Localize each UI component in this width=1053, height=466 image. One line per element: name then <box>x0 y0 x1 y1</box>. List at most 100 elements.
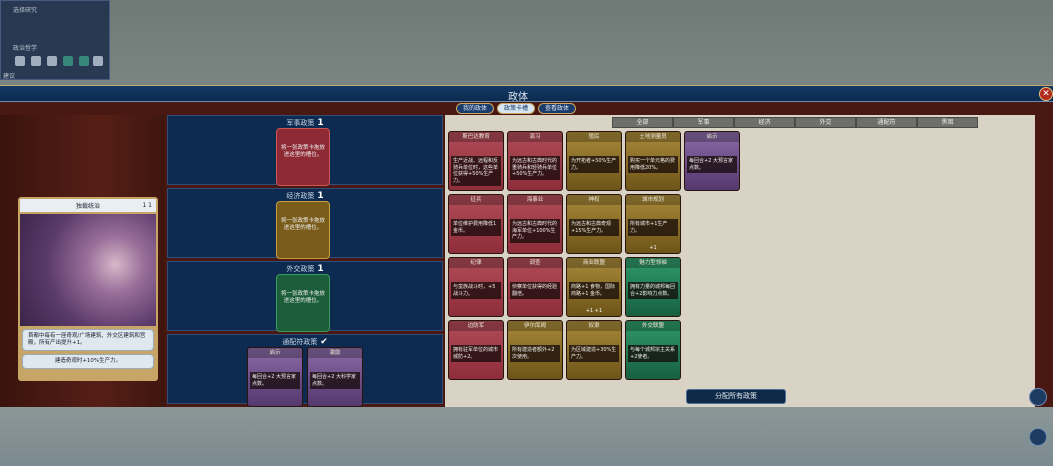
empty-slot[interactable]: 将一张政策卡拖放进这里的槽位。 <box>276 274 330 332</box>
card-description: 每回合+2 大预言家点数。 <box>687 156 737 173</box>
card-description: 侦察单位获得的经验翻倍。 <box>510 282 560 299</box>
government-bonus: 首都中每有一座奇观/广场建筑、外交区建筑和宫殿，所有产出提升+1。 <box>22 329 154 351</box>
card-description: 所有建造者额外+2次使用。 <box>510 345 560 362</box>
slot-counts: 1 1 <box>142 202 152 209</box>
policy-card[interactable]: 调查侦察单位获得的经验翻倍。 <box>507 257 563 317</box>
left-panel: 独裁统治 1 1 首都中每有一座奇观/广场建筑、外交区建筑和宫殿，所有产出提升+1… <box>0 115 165 407</box>
card-title: 魅力型领袖 <box>626 258 680 268</box>
envoy-icon <box>63 56 73 66</box>
filter-1[interactable]: 军事 <box>673 117 734 128</box>
policy-icon <box>93 56 103 66</box>
assign-all-policies-button[interactable]: 分配所有政策 <box>686 389 786 404</box>
card-title: 殖民 <box>567 132 621 142</box>
policy-card[interactable]: 征兵单位维护费用降低1金币。 <box>448 194 504 254</box>
policy-card[interactable]: 海事业为远古和古典时代的海军单位+100%生产力。 <box>507 194 563 254</box>
card-description: 为区域建造+30%生产力。 <box>569 345 619 362</box>
tab-policy-slots[interactable]: 政策卡槽 <box>497 103 536 114</box>
card-description: 拥有力量的城邦每回合+2影响力点数。 <box>628 282 678 299</box>
filter-4[interactable]: 通配符 <box>856 117 917 128</box>
card-title: 土地测量员 <box>626 132 680 142</box>
tab-my-government[interactable]: 我的政体 <box>456 103 495 114</box>
policy-card[interactable]: 神权为远古和古典奇观+15%生产力。 <box>566 194 622 254</box>
card-description: 为开拓者+50%生产力。 <box>569 156 619 173</box>
slot-label: 通配符政策✔ <box>168 337 442 347</box>
government-portrait <box>20 214 156 326</box>
card-description: 拥有驻军单位的城市城防+2。 <box>451 345 501 362</box>
building-icon <box>15 56 25 66</box>
card-description: 单位维护费用降低1金币。 <box>451 219 501 236</box>
building-icon <box>47 56 57 66</box>
empty-slot[interactable]: 将一张政策卡拖放进这里的槽位。 <box>276 201 330 259</box>
research-label: 选择研究 <box>13 7 38 14</box>
card-description: 为远古和古典时代的海军单位+100%生产力。 <box>510 219 560 243</box>
filter-2[interactable]: 经济 <box>734 117 795 128</box>
policy-card[interactable]: 启示每回合+2 大预言家点数。 <box>684 131 740 191</box>
filter-5[interactable]: 黑暗 <box>917 117 978 128</box>
card-description: 所有城市+1生产力。 <box>628 219 678 236</box>
card-title: 调查 <box>508 258 562 268</box>
card-title: 启示 <box>248 348 302 358</box>
policy-card[interactable]: 土地测量员购买一个单元格的费用降低20%。 <box>625 131 681 191</box>
slot-count: 1 <box>317 118 324 128</box>
card-title: 边防军 <box>449 321 503 331</box>
card-description: 每回合+2 大预言家点数。 <box>250 372 300 389</box>
card-description: 为远古和古典奇观+15%生产力。 <box>569 219 619 236</box>
tab-view-governments[interactable]: 查看政体 <box>538 103 577 114</box>
card-title: 外交联盟 <box>626 321 680 331</box>
close-button[interactable]: ✕ <box>1039 87 1053 101</box>
policy-card[interactable]: 外交联盟与每个城邦宗主关系+2使者。 <box>625 320 681 380</box>
policy-card[interactable]: 启示每回合+2 大预言家点数。 <box>247 347 303 407</box>
card-footer: +1 <box>649 245 657 251</box>
card-title: 城市规划 <box>626 195 680 205</box>
government-card: 独裁统治 1 1 首都中每有一座奇观/广场建筑、外交区建筑和宫殿，所有产出提升+1… <box>18 197 158 381</box>
policy-card[interactable]: 城市规划所有城市+1生产力。 +1 <box>625 194 681 254</box>
card-title: 启示 <box>685 132 739 142</box>
policy-card[interactable]: 纪律与蛮族战斗时，+5战斗力。 <box>448 257 504 317</box>
card-description: 每回合+2 大科学家点数。 <box>310 372 360 389</box>
slot-label-text: 经济政策 <box>286 192 315 200</box>
policy-card[interactable]: 边防军拥有驻军单位的城市城防+2。 <box>448 320 504 380</box>
civic-label: 政治哲学 <box>13 45 38 52</box>
card-title: 斯巴达教育 <box>449 132 503 142</box>
empty-slot[interactable]: 将一张政策卡拖放进这里的槽位。 <box>276 128 330 186</box>
policy-card[interactable]: 魅力型领袖拥有力量的城邦每回合+2影响力点数。 <box>625 257 681 317</box>
map-option-button[interactable] <box>1029 428 1047 446</box>
tab-bar: 我的政体 政策卡槽 查看政体 <box>456 103 577 114</box>
filter-3[interactable]: 外交 <box>795 117 856 128</box>
map-option-button[interactable] <box>1029 388 1047 406</box>
window-title: 政体 <box>508 92 528 103</box>
card-title: 纪律 <box>449 258 503 268</box>
policy-card[interactable]: 斯巴达教育生产近战、远程和反骑兵单位时，这些单位获得+50%生产力。 <box>448 131 504 191</box>
government-window: 政体 ✕ 我的政体 政策卡槽 查看政体 独裁统治 1 1 首都中每有一座奇观/广场… <box>0 85 1053 407</box>
card-title: 征兵 <box>449 195 503 205</box>
card-description: 购买一个单元格的费用降低20%。 <box>628 156 678 173</box>
policy-card[interactable]: 激励每回合+2 大科学家点数。 <box>307 347 363 407</box>
card-title: 海事业 <box>508 195 562 205</box>
government-name: 独裁统治 <box>75 203 100 210</box>
filter-0[interactable]: 全部 <box>612 117 673 128</box>
slot-count: 1 <box>317 264 324 274</box>
building-icon <box>31 56 41 66</box>
card-title: 伊尔库姆 <box>508 321 562 331</box>
policy-card[interactable]: 商业联盟商路+1 食物，国际商路+1 金币。+1 +1 <box>566 257 622 317</box>
policy-card[interactable]: 伊尔库姆所有建造者额外+2次使用。 <box>507 320 563 380</box>
card-title: 奴隶 <box>567 321 621 331</box>
filter-bar: 全部军事经济外交通配符黑暗 <box>612 117 978 128</box>
card-description: 为远古和古典时代的重骑兵和轻骑兵单位+50%生产力。 <box>510 156 560 180</box>
policy-card[interactable]: 演习为远古和古典时代的重骑兵和轻骑兵单位+50%生产力。 <box>507 131 563 191</box>
card-description: 与蛮族战斗时，+5战斗力。 <box>451 282 501 299</box>
card-description: 商路+1 食物，国际商路+1 金币。 <box>569 282 619 299</box>
research-civic-panel[interactable]: 选择研究 政治哲学 建议 <box>0 0 110 80</box>
hud-footer: 建议 <box>3 73 16 80</box>
slot-count: ✔ <box>320 337 328 347</box>
policy-card[interactable]: 奴隶为区域建造+30%生产力。 <box>566 320 622 380</box>
policy-slot-wildcard[interactable]: 通配符政策✔启示每回合+2 大预言家点数。激励每回合+2 大科学家点数。 <box>167 334 443 407</box>
policy-card[interactable]: 殖民为开拓者+50%生产力。 <box>566 131 622 191</box>
government-legacy: 建造奇观时+10%生产力。 <box>22 354 154 369</box>
